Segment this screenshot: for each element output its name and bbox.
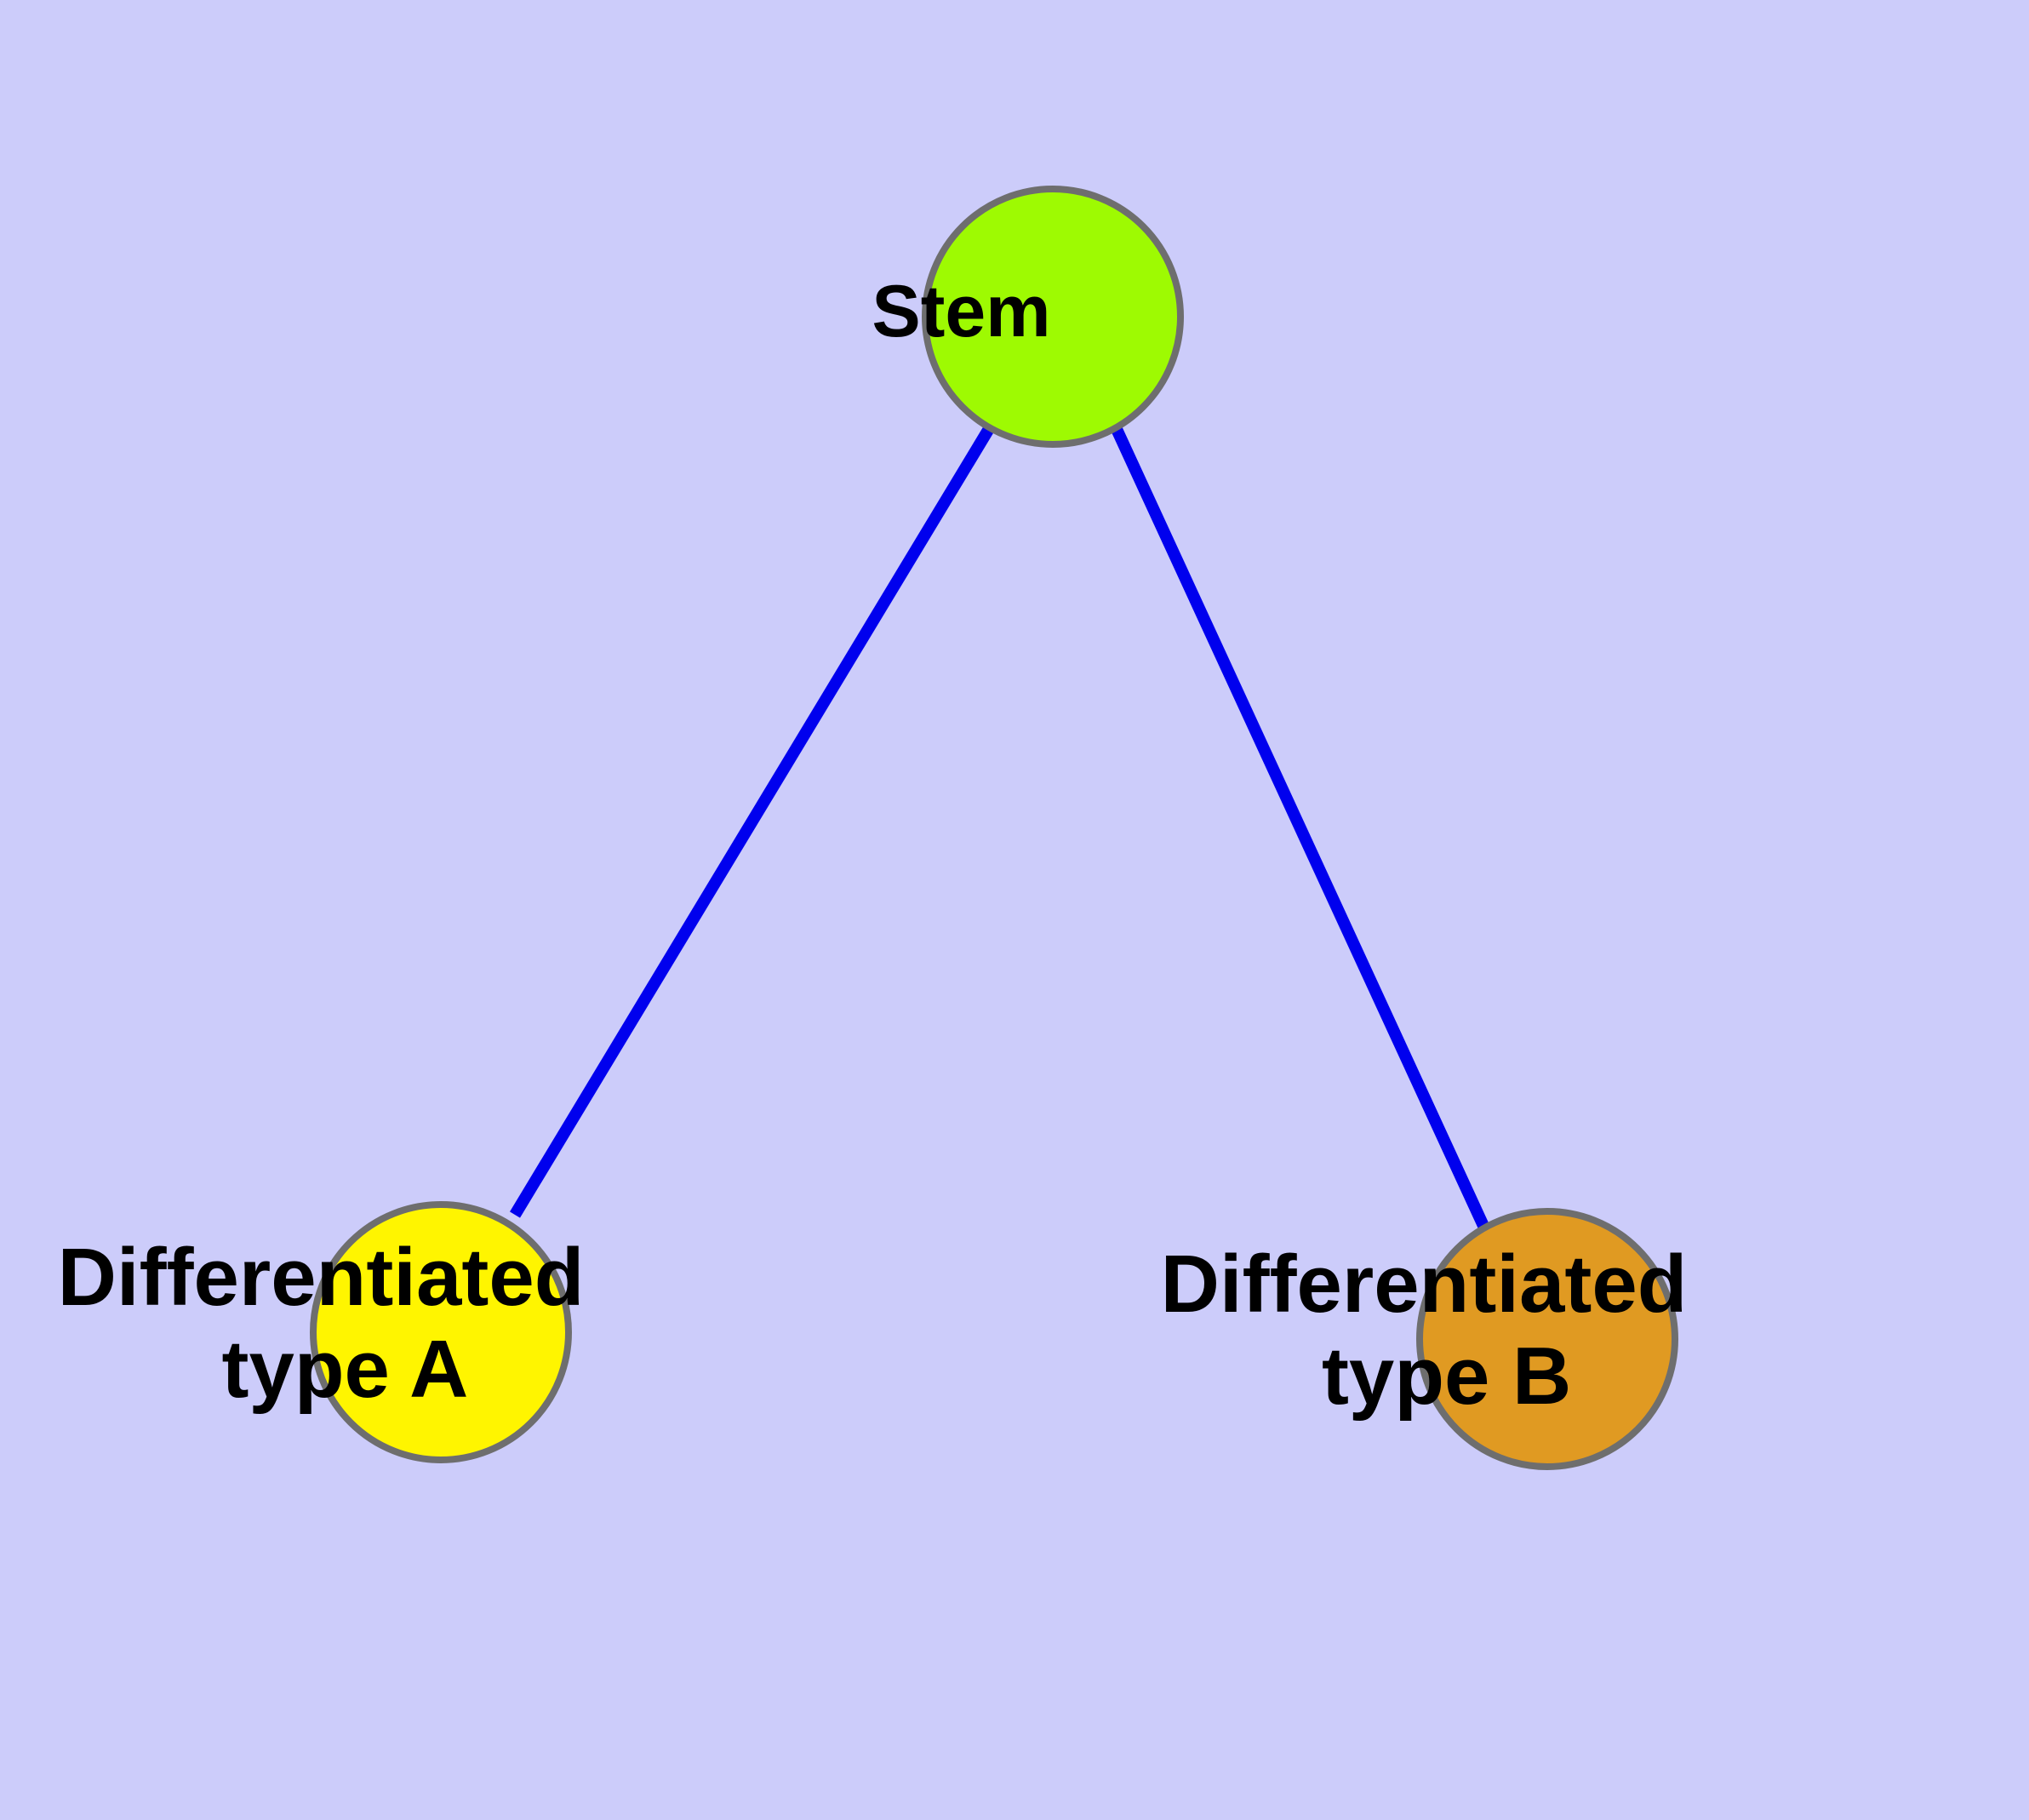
node-diff-b-circle[interactable] [1416,1208,1678,1470]
node-layer: Stem [310,186,1678,1470]
node-diff-a[interactable] [310,1201,572,1463]
label-layer: Differentiated type A Differentiated typ… [58,1233,1892,1422]
node-diff-b-label-line-2: type B [1322,1331,1571,1422]
edge-stem-to-diff-a[interactable] [510,424,995,1218]
node-diff-b[interactable] [1416,1208,1678,1470]
node-diff-a-label-line-1: Differentiated [58,1233,585,1324]
node-diff-a-label: Differentiated type A [58,1233,789,1416]
node-diff-b-label-line-1: Differentiated [1161,1239,1688,1331]
edge-layer [510,424,1489,1228]
node-stem-circle[interactable] [922,186,1184,448]
node-diff-a-label-line-2: type A [222,1324,467,1415]
node-diff-a-circle[interactable] [310,1201,572,1463]
node-stem-label: Stem [872,271,1233,352]
node-diff-b-label: Differentiated type B [1161,1239,1892,1422]
node-stem[interactable]: Stem [872,186,1233,448]
node-stem-label-line-1: Stem [872,271,1050,352]
edge-stem-to-diff-b[interactable] [1110,425,1489,1228]
